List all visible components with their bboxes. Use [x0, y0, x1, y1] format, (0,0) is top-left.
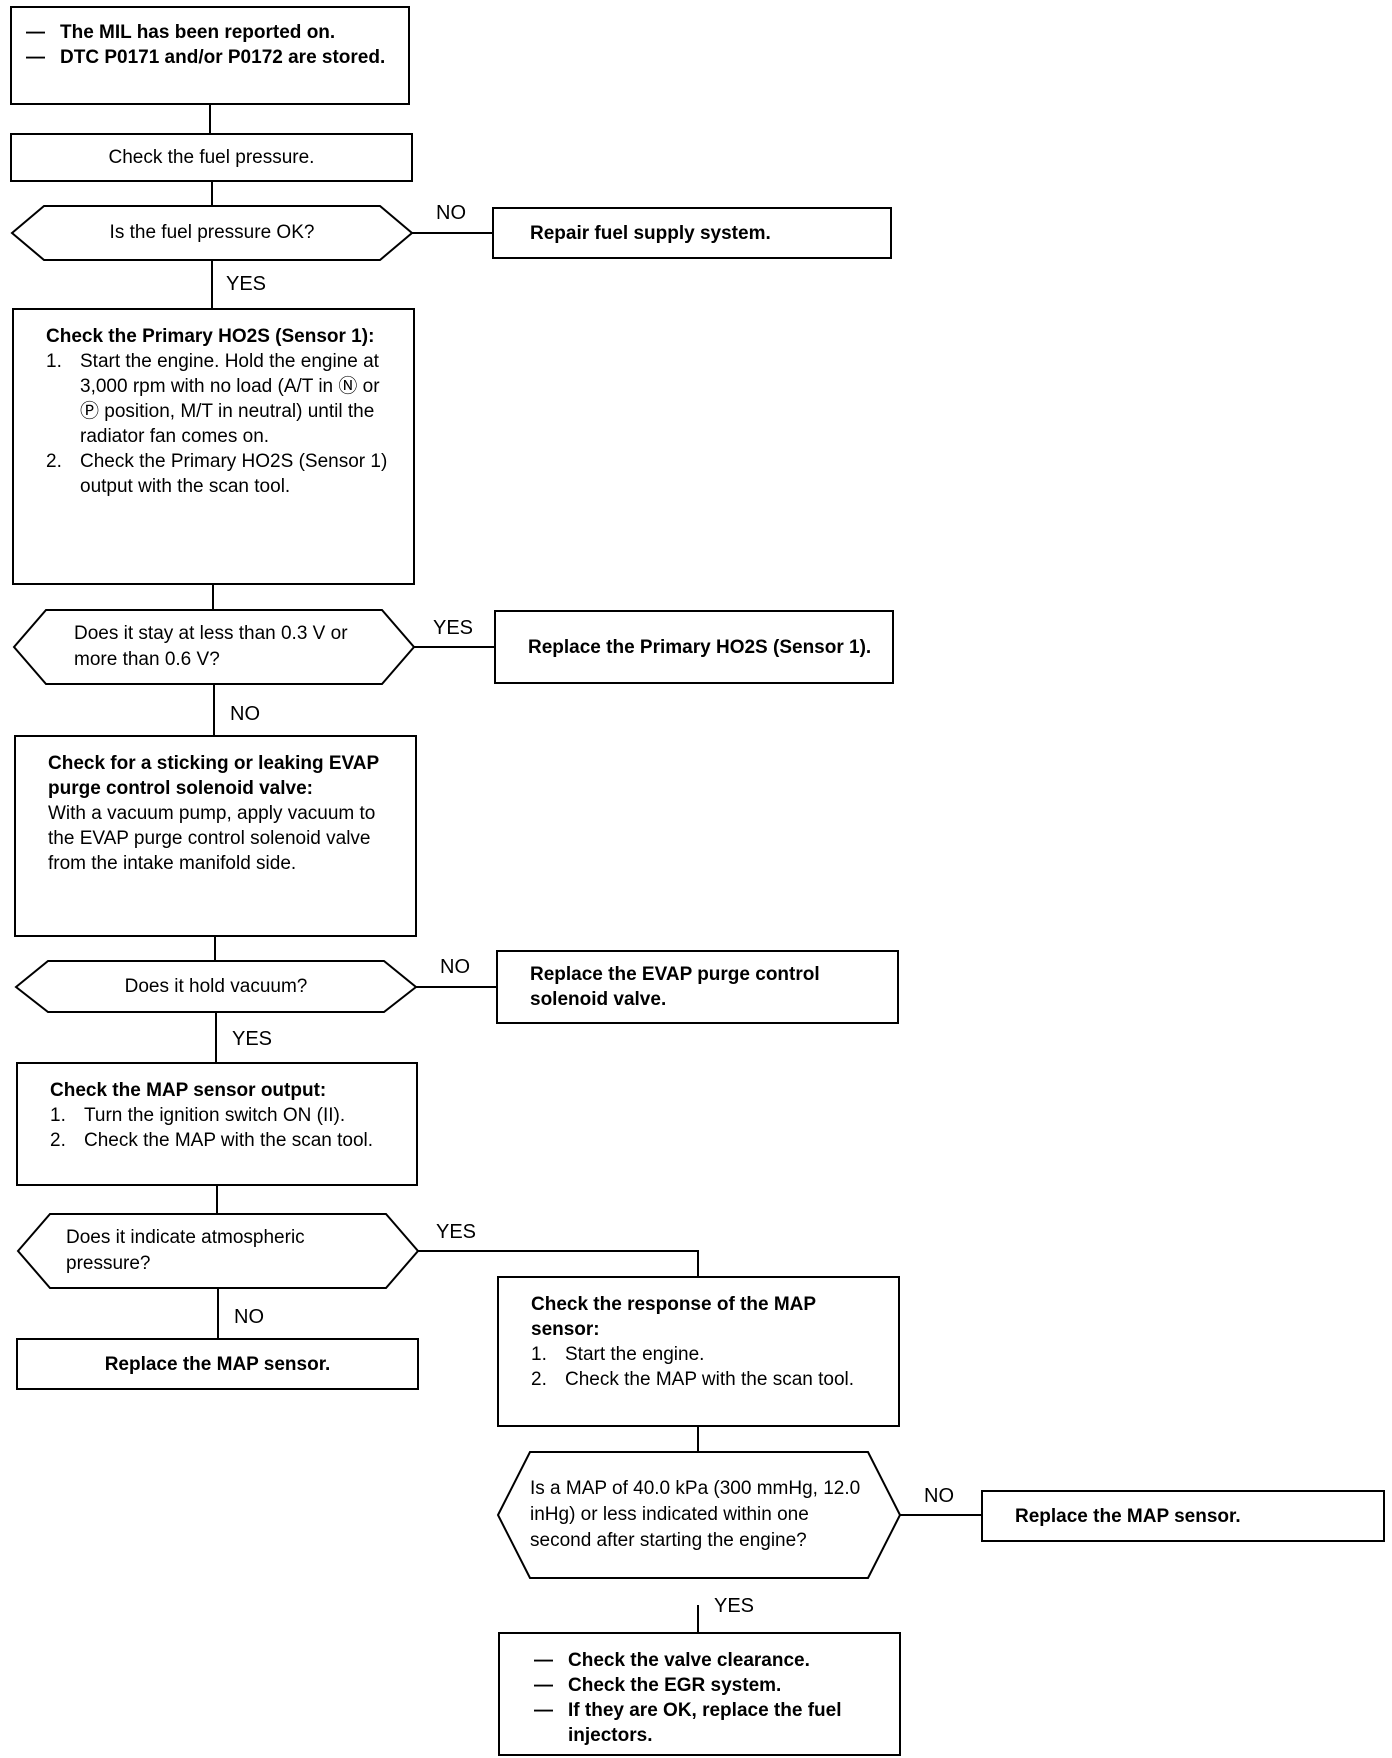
check-ho2s-step: 1.Start the engine. Hold the engine at 3…: [46, 351, 380, 447]
check-ho2s-box: Check the Primary HO2S (Sensor 1): 1.Sta…: [12, 308, 415, 585]
check-ho2s-step: 2.Check the Primary HO2S (Sensor 1) outp…: [46, 451, 388, 497]
check-response-step: 2.Check the MAP with the scan tool.: [531, 1369, 855, 1390]
label-no: NO: [436, 202, 466, 224]
final-item: If they are OK, replace the fuel injecto…: [534, 1698, 885, 1748]
replace-map-sensor-box: Replace the MAP sensor.: [16, 1338, 419, 1390]
check-map-box: Check the MAP sensor output: 1.Turn the …: [16, 1062, 418, 1186]
question-voltage: Does it stay at less than 0.3 V or more …: [74, 623, 348, 670]
label-no: NO: [230, 703, 260, 725]
final-item: Check the EGR system.: [534, 1673, 885, 1698]
check-response-heading: Check the response of the MAP sensor:: [531, 1294, 816, 1340]
replace-map-sensor-text: Replace the MAP sensor.: [1015, 1505, 1241, 1527]
connector-q-atm-yes: [418, 1250, 699, 1276]
label-yes: YES: [436, 1221, 477, 1243]
question-atmospheric: Does it indicate atmospheric pressure?: [66, 1227, 305, 1274]
check-response-box: Check the response of the MAP sensor: 1.…: [497, 1276, 900, 1427]
check-evap-box: Check for a sticking or leaking EVAP pur…: [14, 735, 417, 937]
start-item: The MIL has been reported on.: [26, 20, 394, 45]
check-map-step: 2.Check the MAP with the scan tool.: [50, 1130, 374, 1151]
start-box: The MIL has been reported on. DTC P0171 …: [10, 6, 410, 105]
final-item: Check the valve clearance.: [534, 1648, 885, 1673]
start-item: DTC P0171 and/or P0172 are stored.: [26, 45, 394, 70]
label-yes: YES: [232, 1028, 273, 1050]
label-no: NO: [440, 956, 470, 978]
replace-ho2s-box: Replace the Primary HO2S (Sensor 1).: [494, 610, 894, 684]
repair-fuel-supply-box: Repair fuel supply system.: [492, 207, 892, 259]
question-fuel-pressure: Is the fuel pressure OK?: [109, 222, 315, 243]
check-fuel-pressure-text: Check the fuel pressure.: [108, 147, 315, 168]
label-yes: YES: [433, 617, 474, 639]
check-response-step: 1.Start the engine.: [531, 1344, 705, 1365]
replace-ho2s-text: Replace the Primary HO2S (Sensor 1).: [528, 636, 872, 658]
replace-evap-text: Replace the EVAP purge control solenoid …: [530, 964, 820, 1010]
question-map-value: Is a MAP of 40.0 kPa (300 mmHg, 12.0 inH…: [530, 1478, 861, 1551]
final-actions-box: Check the valve clearance. Check the EGR…: [498, 1632, 901, 1756]
label-yes: YES: [714, 1595, 755, 1617]
question-vacuum: Does it hold vacuum?: [124, 975, 308, 997]
check-evap-heading: Check for a sticking or leaking EVAP pur…: [48, 753, 379, 799]
replace-evap-box: Replace the EVAP purge control solenoid …: [496, 950, 899, 1024]
replace-map-sensor-text: Replace the MAP sensor.: [104, 1353, 331, 1375]
label-yes: YES: [226, 273, 267, 295]
label-no: NO: [234, 1306, 264, 1328]
replace-map-sensor-box: Replace the MAP sensor.: [981, 1490, 1385, 1542]
check-evap-body: With a vacuum pump, apply vacuum to the …: [48, 803, 376, 874]
check-map-heading: Check the MAP sensor output:: [50, 1080, 327, 1101]
label-no: NO: [924, 1485, 954, 1507]
repair-fuel-supply-text: Repair fuel supply system.: [530, 222, 771, 244]
check-fuel-pressure-box: Check the fuel pressure.: [10, 133, 413, 182]
check-map-step: 1.Turn the ignition switch ON (II).: [50, 1105, 346, 1126]
check-ho2s-heading: Check the Primary HO2S (Sensor 1):: [46, 326, 375, 347]
